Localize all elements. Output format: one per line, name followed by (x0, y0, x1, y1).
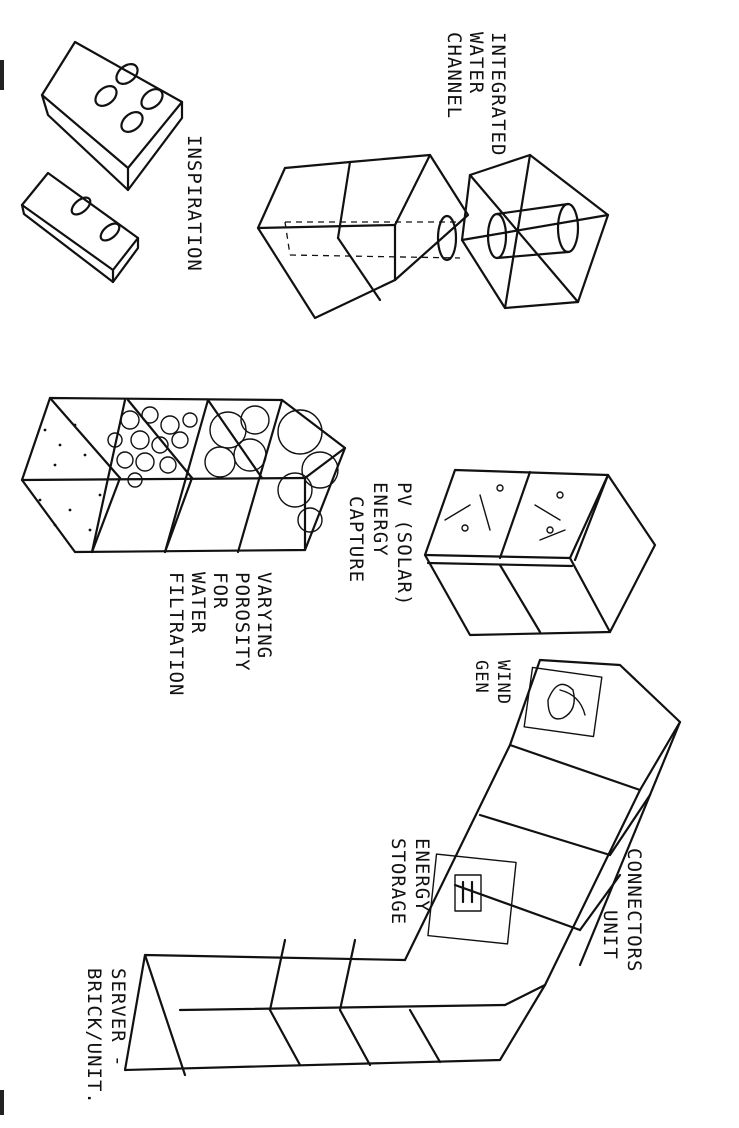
label-porosity-line-5: FILTRATION (165, 572, 187, 696)
label-server-line-1: SERVER - (107, 968, 129, 1068)
label-pv-line-2: ENERGY (369, 482, 391, 557)
label-connectors-line-2: UNIT (599, 910, 621, 960)
label-wind-line-2: GEN (471, 660, 491, 694)
label-porosity-line-4: WATER (187, 572, 209, 634)
water-channel-blocks (258, 155, 608, 318)
label-porosity-line-1: VARYING (253, 572, 275, 659)
label-water-channel-line-2: WATER (465, 32, 487, 94)
label-pv-line-3: CAPTURE (345, 496, 367, 583)
label-inspiration: INSPIRATION (183, 135, 205, 272)
label-porosity-line-2: POROSITY (231, 572, 253, 672)
pv-solar-block (425, 470, 655, 635)
label-connectors-line-1: CONNECTORS (623, 848, 645, 972)
label-porosity-line-3: FOR (209, 572, 231, 609)
inspiration-brick-small (22, 173, 138, 282)
pebble-texture (108, 407, 197, 487)
porosity-block (22, 398, 345, 552)
label-storage-line-2: STORAGE (387, 838, 409, 925)
label-pv-line-1: PV (SOLAR) (393, 482, 415, 606)
label-server-line-2: BRICK/UNIT. (83, 968, 105, 1105)
label-wind-line-1: WIND (493, 660, 513, 705)
label-storage-line-1: ENERGY (411, 838, 433, 913)
label-water-channel-line-1: INTEGRATED (487, 32, 509, 156)
label-water-channel-line-3: CHANNEL (443, 32, 465, 119)
inspiration-brick-large (42, 42, 182, 190)
